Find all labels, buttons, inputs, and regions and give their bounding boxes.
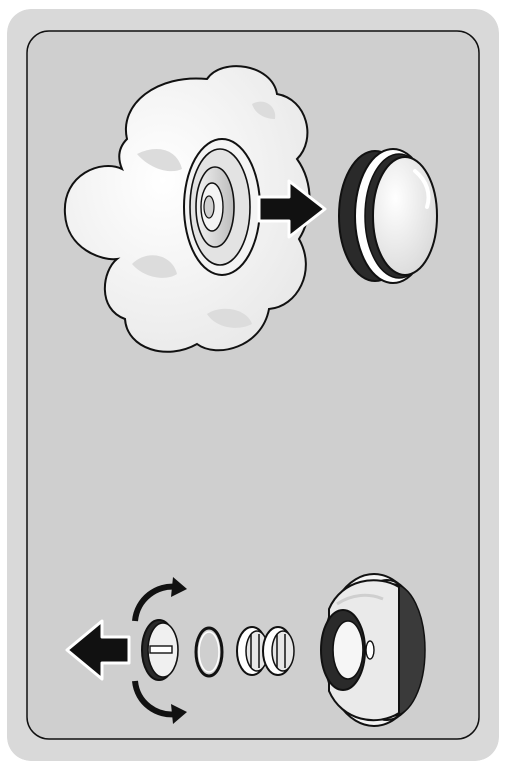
illustration (7, 9, 499, 761)
instruction-card (7, 9, 499, 761)
arrow-left-icon (65, 619, 131, 681)
step-remove-knob-cap (63, 65, 438, 353)
arrow-right-icon (257, 179, 327, 239)
cap-icon (338, 148, 438, 284)
step-unscrew-parts (65, 573, 426, 727)
o-ring-icon (194, 626, 224, 678)
rotate-arrows-icon (132, 577, 187, 724)
slotted-screw-icon (141, 619, 179, 681)
valve-housing-icon (320, 573, 426, 727)
knob-cloud-icon (63, 65, 311, 353)
spring-washer-icon (236, 626, 295, 676)
